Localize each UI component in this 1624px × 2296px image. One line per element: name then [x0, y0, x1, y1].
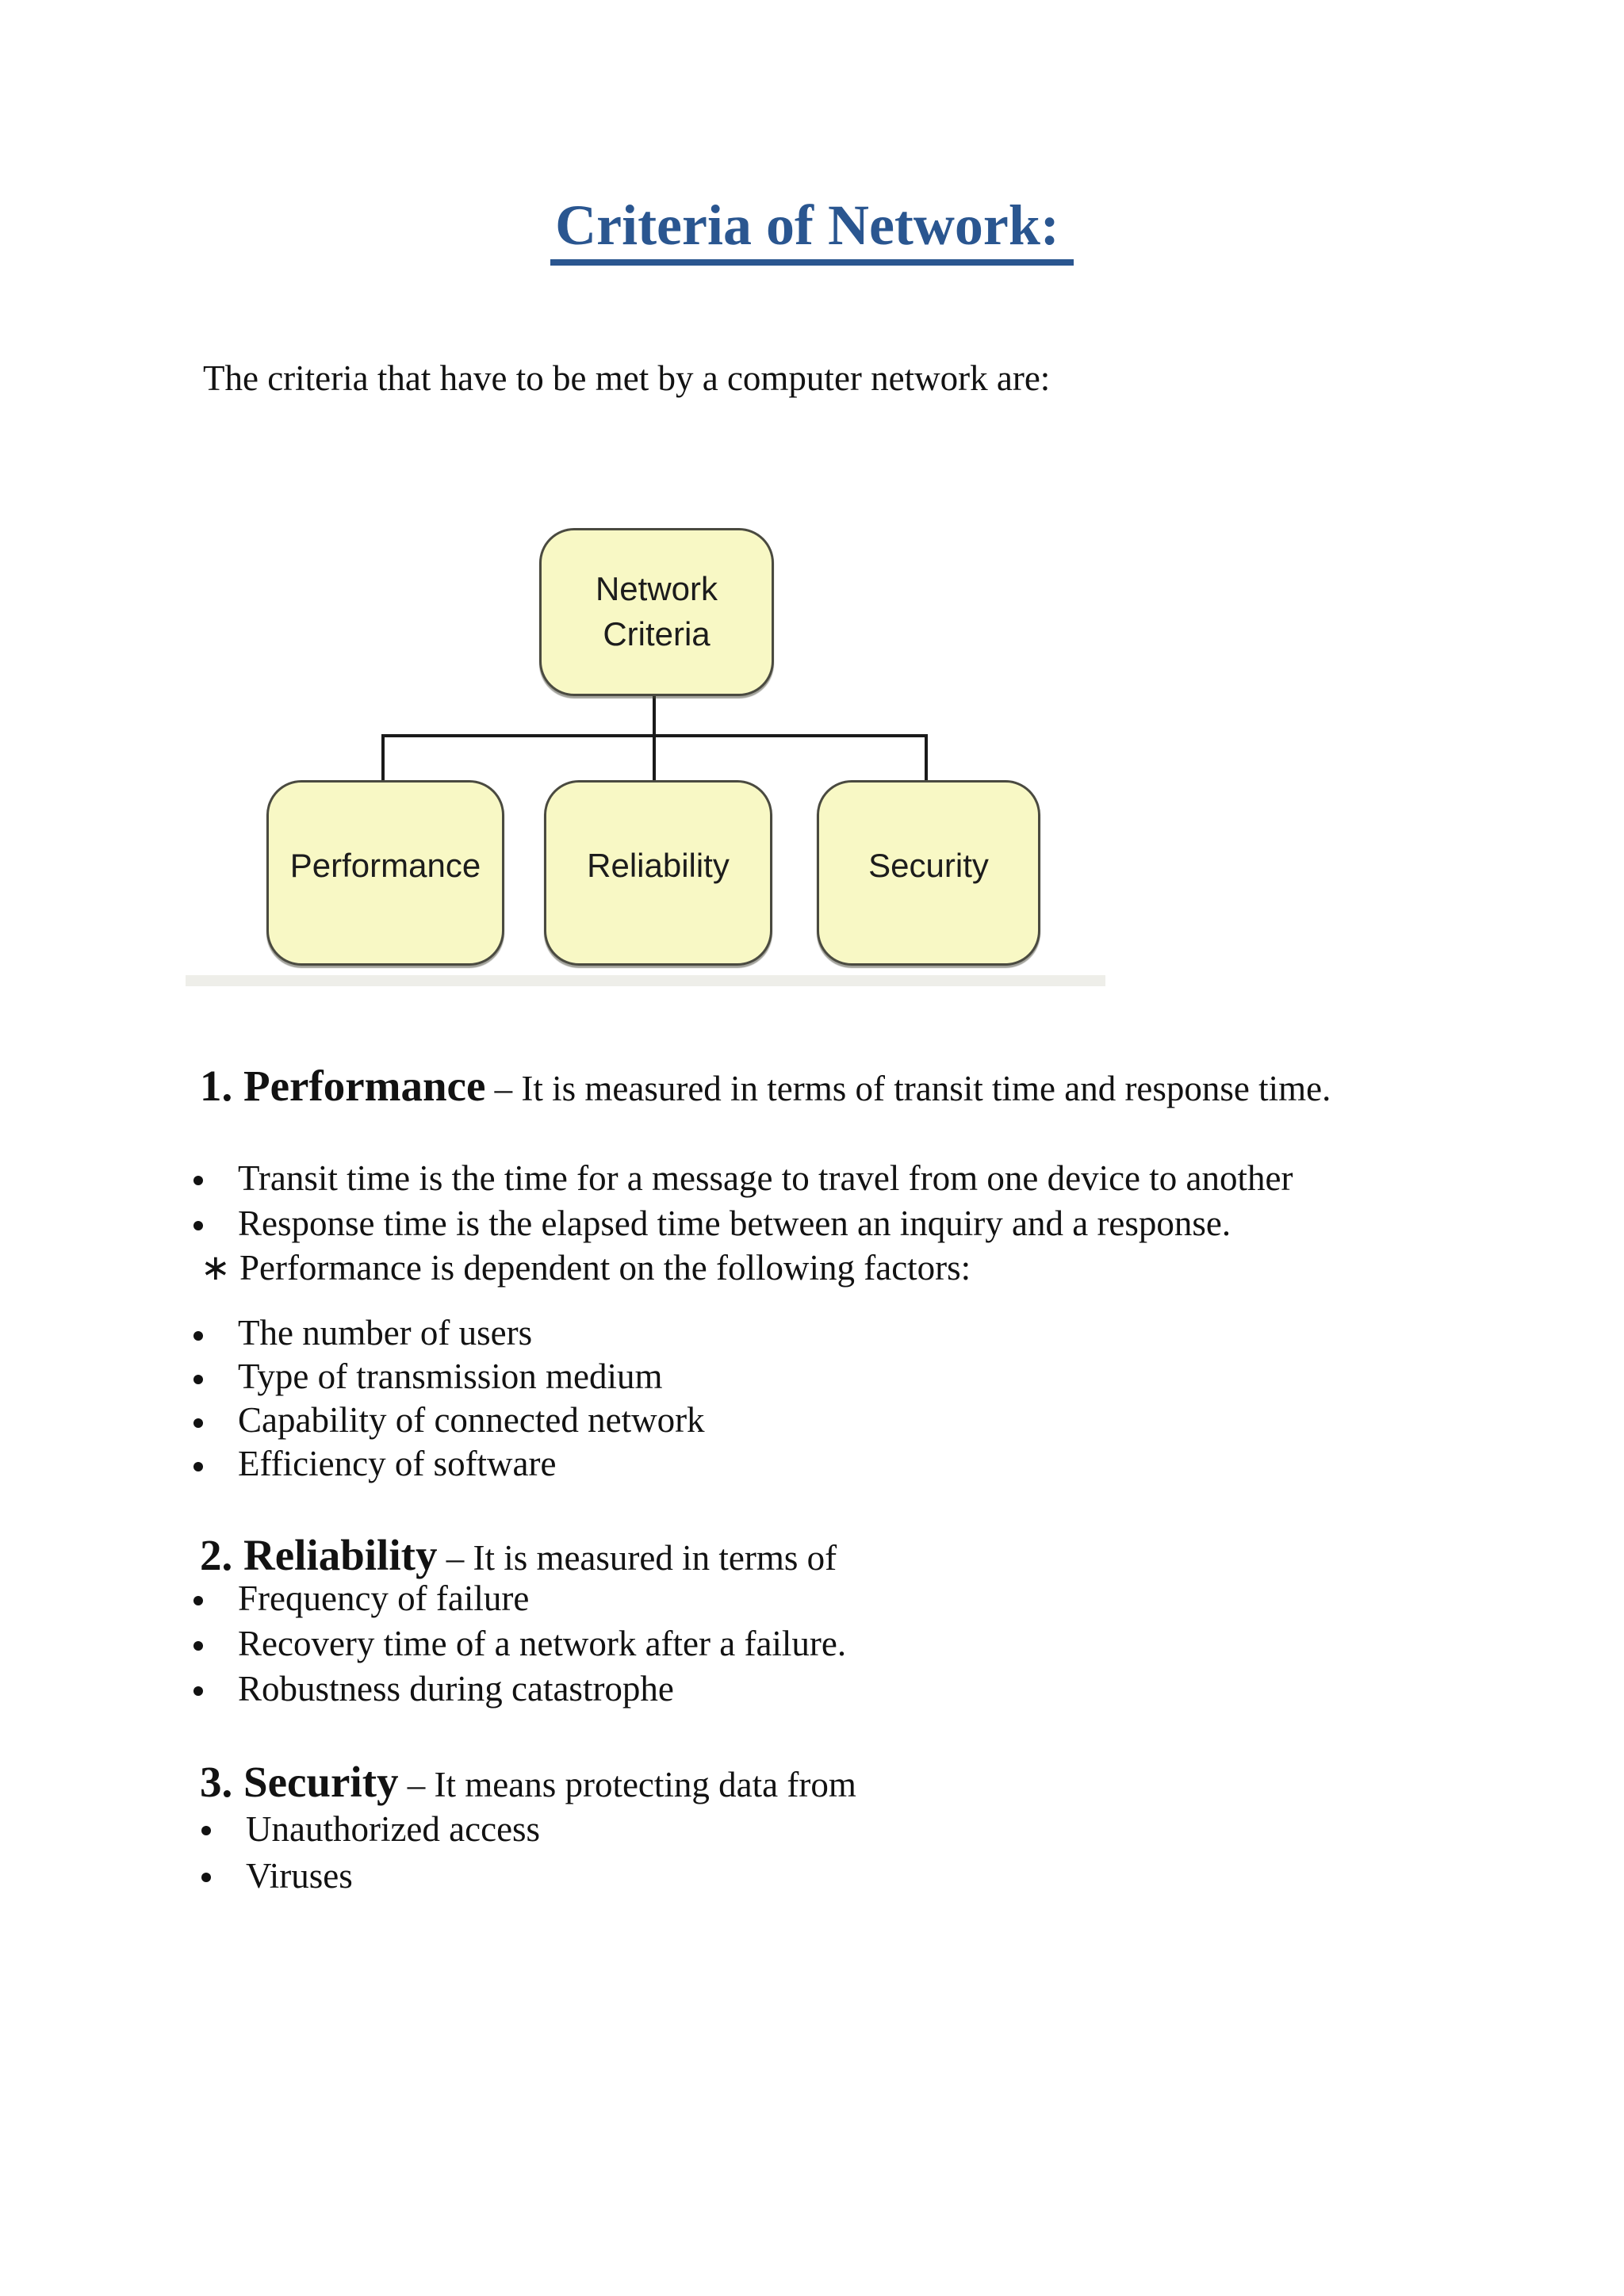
list-item: Transit time is the time for a message t…: [182, 1156, 1293, 1201]
performance-factors-list: The number of users Type of transmission…: [182, 1311, 705, 1486]
performance-factors-note: ∗ Performance is dependent on the follow…: [201, 1248, 971, 1288]
security-heading-bold: 3. Security: [200, 1758, 399, 1806]
list-item: Efficiency of software: [182, 1442, 705, 1486]
list-item: Capability of connected network: [182, 1399, 705, 1442]
list-item: Viruses: [190, 1853, 540, 1900]
page-title: Criteria of Network:: [0, 193, 1624, 266]
performance-heading-rest: – It is measured in terms of transit tim…: [485, 1069, 1331, 1108]
diagram-node-network-criteria: Network Criteria: [539, 528, 774, 696]
security-node-label: Security: [868, 846, 989, 884]
section-heading-performance: 1. Performance – It is measured in terms…: [200, 1059, 1331, 1114]
network-criteria-diagram: Network Criteria Performance Reliability…: [182, 492, 1159, 993]
section-heading-security: 3. Security – It means protecting data f…: [200, 1755, 856, 1810]
diagram-node-performance: Performance: [266, 780, 504, 966]
root-node-label-line1: Network: [595, 570, 718, 608]
reliability-node-label: Reliability: [587, 846, 730, 884]
list-item: Robustness during catastrophe: [182, 1667, 846, 1712]
performance-bullet-list: Transit time is the time for a message t…: [182, 1156, 1293, 1246]
security-bullet-list: Unauthorized access Viruses: [190, 1806, 540, 1900]
connector-drop-middle: [653, 734, 656, 783]
list-item: Recovery time of a network after a failu…: [182, 1621, 846, 1667]
list-item: Response time is the elapsed time betwee…: [182, 1201, 1293, 1246]
scan-artifact-strip: [186, 975, 1105, 986]
list-item: Unauthorized access: [190, 1806, 540, 1853]
list-item: Type of transmission medium: [182, 1355, 705, 1399]
security-heading-rest: – It means protecting data from: [398, 1765, 856, 1804]
reliability-heading-bold: 2. Reliability: [200, 1531, 438, 1579]
connector-root-stem: [653, 691, 656, 737]
root-node-label-line2: Criteria: [603, 615, 710, 652]
list-item: Frequency of failure: [182, 1576, 846, 1621]
connector-drop-right: [925, 734, 928, 783]
connector-drop-left: [381, 734, 385, 783]
intro-paragraph: The criteria that have to be met by a co…: [203, 358, 1051, 398]
diagram-node-reliability: Reliability: [544, 780, 772, 966]
performance-node-label: Performance: [289, 846, 481, 884]
reliability-bullet-list: Frequency of failure Recovery time of a …: [182, 1576, 846, 1712]
reliability-heading-rest: – It is measured in terms of: [437, 1538, 837, 1578]
list-item: The number of users: [182, 1311, 705, 1355]
page-title-text: Criteria of Network:: [550, 193, 1074, 266]
performance-heading-bold: 1. Performance: [200, 1062, 486, 1110]
diagram-node-security: Security: [817, 780, 1040, 966]
section-heading-reliability: 2. Reliability – It is measured in terms…: [200, 1529, 837, 1583]
